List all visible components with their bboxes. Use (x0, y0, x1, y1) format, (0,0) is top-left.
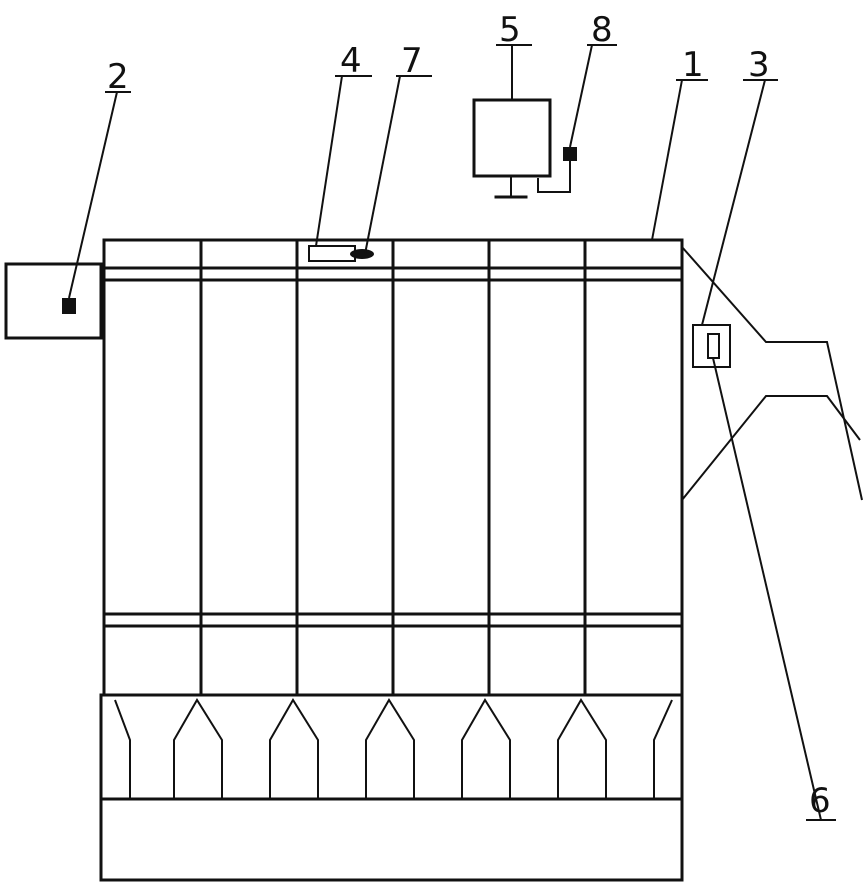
callout-5: 5 (499, 10, 521, 50)
callout-6: 6 (809, 781, 831, 821)
callout-1: 1 (682, 45, 704, 85)
callout-4: 4 (340, 41, 362, 81)
main-housing (102, 238, 684, 697)
inlet-duct (681, 246, 863, 501)
leader-1 (651, 79, 708, 241)
hopper-section (99, 693, 684, 882)
left-control-box (4, 91, 131, 340)
top-sensor (308, 75, 432, 262)
callout-2: 2 (107, 57, 129, 97)
side-sensor (692, 79, 836, 821)
callout-7: 7 (401, 41, 423, 81)
monitor (472, 44, 617, 199)
callout-3: 3 (748, 45, 770, 85)
callout-8: 8 (591, 10, 613, 50)
